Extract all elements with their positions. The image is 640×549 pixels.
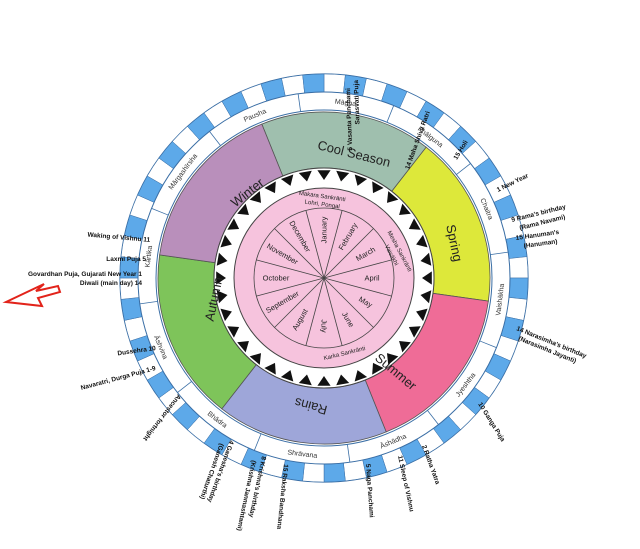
scallop-tooth — [354, 370, 368, 382]
festival-laxmi-puja: Laxmi Puja 5 — [106, 256, 146, 263]
calendar-cell — [323, 73, 346, 94]
festival-govardhan: Govardhan Puja, Gujarati New Year 1 — [28, 271, 142, 278]
scallop-tooth — [416, 234, 428, 248]
disc-spoke — [274, 228, 325, 279]
scallop-tooth — [416, 308, 428, 322]
month-divider — [427, 410, 439, 425]
scallop-tooth — [422, 271, 432, 285]
month-divider — [346, 444, 351, 463]
scallop-tooth — [372, 181, 384, 194]
scallop-tooth — [216, 290, 228, 304]
disc-spoke — [323, 210, 343, 279]
scallop-tooth — [420, 252, 432, 266]
month-divider — [139, 300, 158, 305]
festival-diwali: Diwali (main day) 14 — [80, 280, 143, 287]
month-divider — [456, 163, 471, 175]
month-divider — [386, 105, 395, 123]
disc-spoke — [323, 259, 392, 279]
disc-spoke — [256, 259, 325, 279]
season-band — [157, 111, 491, 445]
scallop-tooth — [408, 326, 421, 338]
scallop-tooth — [386, 353, 399, 365]
disc-spoke — [305, 277, 325, 346]
gregorian-month-label: January — [320, 216, 329, 243]
scallop-tooth — [386, 191, 399, 203]
scallop-tooth — [317, 170, 331, 180]
scallop-tooth — [420, 290, 432, 304]
festival-ganga-puja: 10 Ganga Puja — [476, 401, 506, 443]
scallop-tooth — [336, 170, 350, 182]
festival-vasanta-panchami: 5 Vasanta Panchami — [345, 88, 354, 151]
lunar-month-label: Vaishākha — [495, 283, 506, 316]
festival-sleep-of-vishnu: 11 Sleep of Vishnu — [396, 455, 415, 513]
month-divider — [209, 131, 221, 146]
scallop-tooth — [220, 308, 232, 322]
scallop-tooth — [216, 271, 226, 285]
disc-spoke — [256, 277, 325, 297]
gregorian-month-label: October — [263, 274, 290, 283]
scallop-tooth — [264, 362, 276, 375]
scallop-tooth — [280, 370, 294, 382]
scallop-tooth — [399, 203, 411, 216]
gregorian-month-label: July — [320, 319, 329, 333]
scallop-tooth — [336, 374, 350, 386]
scallop-tooth — [298, 170, 312, 182]
lunar-month-label: Māgha — [334, 99, 356, 109]
calendar-cell — [508, 256, 529, 279]
gregorian-month-label: April — [364, 274, 379, 283]
month-divider — [297, 93, 302, 112]
festival-hanuman-sub: (Hanuman) — [523, 238, 558, 250]
calendar-cell — [302, 73, 325, 94]
month-divider — [490, 251, 509, 256]
disc-spoke — [323, 277, 374, 328]
disc-spoke — [323, 277, 343, 346]
month-band-inner-edge — [155, 109, 493, 447]
scallop-tooth — [227, 218, 240, 230]
scallop-tooth — [220, 234, 232, 248]
month-divider — [177, 381, 192, 393]
scallop-tooth — [298, 374, 312, 386]
lunar-month-label: Kārtika — [145, 245, 155, 268]
month-divider — [253, 433, 262, 451]
disc-spoke — [305, 210, 325, 279]
festival-sarasvati-puja: Sarasvati Puja — [353, 80, 362, 125]
scallop-tooth — [227, 326, 240, 338]
month-divider — [151, 207, 169, 216]
scallop-tooth — [408, 218, 421, 230]
scallop-tooth — [372, 362, 384, 375]
calendar-cell — [508, 277, 529, 300]
scallop-tooth — [264, 181, 276, 194]
scallop-tooth — [216, 252, 228, 266]
scallop-tooth — [237, 340, 249, 353]
sankranti-lohri: Lohri, Pongal — [304, 200, 340, 211]
lunar-month-label: Shrāvana — [287, 449, 318, 460]
festival-navaratri: Navaratri, Durga Puja 1-9 — [80, 365, 157, 392]
month-divider — [479, 340, 497, 349]
scallop-tooth — [249, 353, 262, 365]
scallop-tooth — [249, 191, 262, 203]
disc-spoke — [323, 228, 374, 279]
red-arrow-icon — [2, 283, 62, 308]
disc-spoke — [274, 277, 325, 328]
festival-naga-panchami: 5 Naga Panchami — [364, 464, 375, 518]
scallop-tooth — [280, 174, 294, 186]
calendar-cell — [302, 462, 325, 483]
calendar-cell — [323, 462, 346, 483]
scallop-tooth — [354, 174, 368, 186]
scallop-tooth — [399, 340, 411, 353]
disc-spoke — [323, 277, 392, 297]
scallop-tooth — [317, 376, 331, 386]
scallop-tooth — [237, 203, 249, 216]
